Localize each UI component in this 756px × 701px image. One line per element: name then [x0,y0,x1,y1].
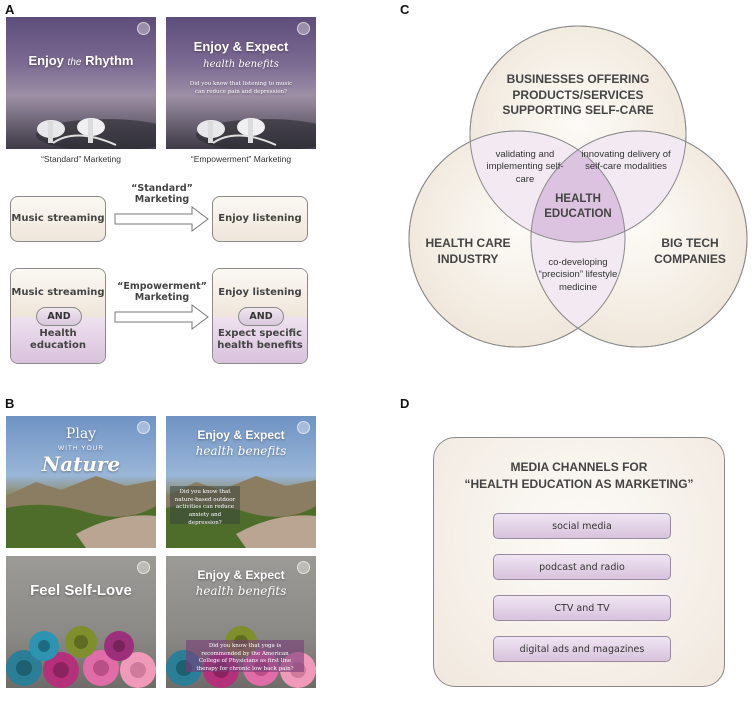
img-a2-subtitle: health benefits [203,59,279,70]
logo-badge-icon [137,22,150,35]
arrow-label-standard: “Standard” Marketing [131,183,193,206]
earbuds-image-standard: Enjoy the Rhythm [6,17,156,149]
box-enjoy-listening: Enjoy listening [212,196,308,242]
logo-badge-icon [297,421,310,434]
venn-label-health-care: HEALTH CARE INDUSTRY [425,236,511,266]
img-a1-word3: Rhythm [85,53,134,68]
img-b3-headline: Feel Self-Love [30,582,132,599]
media-title-line2: “HEALTH EDUCATION AS MARKETING” [464,477,694,491]
logo-badge-icon [297,561,310,574]
earbuds-illustration [36,118,156,149]
earbuds-illustration [196,118,316,149]
img-b2-subtitle: health benefits [195,444,287,458]
arrow-label-empowerment: “Empowerment” Marketing [117,281,207,304]
panel-label-c: C [400,2,410,17]
logo-badge-icon [137,421,150,434]
channel-digital-ads: digital ads and magazines [493,636,671,662]
img-b4-title: Enjoy & Expect [197,568,285,582]
nature-image-empowerment: Enjoy & Expect health benefits Did you k… [166,416,316,548]
yoga-mats-illustration [6,626,156,688]
caption-empowerment-marketing: “Empowerment” Marketing [190,154,292,164]
channel-podcast-radio: podcast and radio [493,554,671,580]
logo-badge-icon [137,561,150,574]
panel-label-b: B [5,396,15,411]
and-pill-right: AND [238,307,284,326]
yoga-image-empowerment: Enjoy & Expect health benefits Did you k… [166,556,316,688]
panel-label-d: D [400,396,410,411]
img-b1-line2: WITH YOUR [57,445,105,452]
channel-ctv-tv: CTV and TV [493,595,671,621]
venn-overlap-innovating: innovating delivery of self-care modalit… [581,149,671,173]
venn-overlap-co-developing: co-developing “precision” lifestyle medi… [538,257,618,293]
img-b1-line3: Nature [41,452,121,476]
img-a1-headline: Enjoy the Rhythm [6,53,156,68]
earbuds-image-empowerment: Enjoy & Expect health benefits Did you k… [166,17,316,149]
box-music-streaming: Music streaming [10,196,106,242]
caption-standard-marketing: “Standard” Marketing [41,154,121,164]
and-pill-left: AND [36,307,82,326]
venn-label-businesses: BUSINESSES OFFERING PRODUCTS/SERVICES SU… [502,72,654,118]
img-a1-word2: the [67,57,82,68]
img-b2-title: Enjoy & Expect [197,428,285,442]
venn-label-big-tech: BIG TECH COMPANIES [654,236,726,266]
img-a2-title: Enjoy & Expect [193,39,289,54]
img-b2-note: Did you know that nature-based outdoor a… [170,486,240,526]
arrow-empowerment-icon [114,304,209,330]
arrow-standard-icon [114,206,209,232]
nature-image-standard: Play WITH YOUR Nature [6,416,156,548]
img-b4-note: Did you know that yoga is recommended by… [186,640,304,672]
venn-overlap-validating: validating and implementing self-care [486,149,564,185]
media-title-line1: MEDIA CHANNELS FOR [510,460,648,474]
img-a2-note: Did you know that listening to music can… [189,81,293,95]
box-music-and-health-education: Music streaming Health education [10,268,106,364]
venn-center-health-education: HEALTH EDUCATION [544,193,612,220]
panel-label-a: A [5,2,15,17]
channel-social-media: social media [493,513,671,539]
img-b4-subtitle: health benefits [195,584,287,598]
yoga-image-standard: Feel Self-Love [6,556,156,688]
img-a1-word1: Enjoy [28,53,64,68]
mountain-shoe-illustration [6,476,156,548]
logo-badge-icon [297,22,310,35]
img-b1-line1: Play [65,426,97,442]
venn-diagram [408,25,748,348]
